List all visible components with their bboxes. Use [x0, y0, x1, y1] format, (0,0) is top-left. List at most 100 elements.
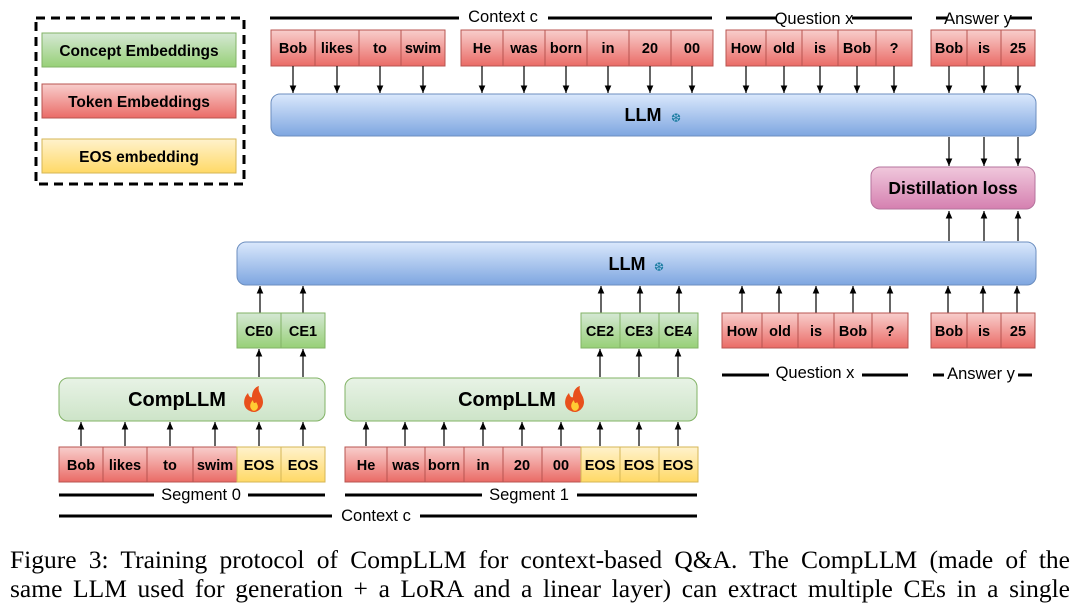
top-llm-box — [270, 93, 1037, 137]
bottom-question-tokens: How old is Bob ? — [721, 312, 909, 349]
legend-concept-label: Concept Embeddings — [59, 43, 218, 60]
legend-token-swatch — [41, 83, 237, 119]
top-context-token: swim — [405, 41, 441, 57]
bottom-context-label: Context c — [341, 507, 411, 525]
top-brackets: Context c Question x Answer y — [270, 8, 1032, 28]
segment1-label: Segment 1 — [489, 486, 569, 504]
segment1-eos: EOS — [585, 458, 616, 474]
top-answer-token: is — [978, 41, 990, 57]
top-context-token: to — [373, 41, 387, 57]
top-context-token: He — [473, 41, 492, 57]
segment0-label: Segment 0 — [161, 486, 241, 504]
segment1-eos: EOS — [663, 458, 694, 474]
top-token-row: Bob likes to swim He was born in 20 00 H… — [270, 29, 1036, 67]
figure-caption: Figure 3: Training protocol of CompLLM f… — [10, 545, 1070, 603]
bottom-answer-tokens: Bob is 25 — [930, 312, 1036, 349]
segment1-token: He — [357, 458, 376, 474]
bottom-answer-token: is — [978, 324, 990, 340]
top-context-token: Bob — [279, 41, 307, 57]
top-token-arrows — [289, 66, 1022, 93]
segment1-tokens: He was born in 20 00 EOS EOS EOS — [344, 446, 699, 483]
top-llm-block: LLM ❆ — [270, 93, 1037, 137]
legend-eos-swatch — [41, 138, 237, 174]
concept-embedding: CE0 — [245, 324, 273, 340]
bottom-llm-to-loss-arrows — [945, 211, 1022, 241]
compllm-left-block: CompLLM — [58, 377, 326, 422]
segment-brackets: Segment 0 Segment 1 Context c — [59, 486, 697, 525]
compllm-right-label: CompLLM — [458, 389, 556, 411]
top-question-label: Question x — [775, 10, 855, 28]
bottom-answer-label: Answer y — [947, 365, 1016, 383]
top-context-token: 20 — [642, 41, 658, 57]
concept-embedding: CE2 — [586, 324, 614, 340]
concept-embedding: CE3 — [625, 324, 653, 340]
segment0-tokens: Bob likes to swim EOS EOS — [58, 446, 326, 483]
snowflake-icon: ❆ — [671, 111, 681, 125]
bottom-llm-box — [236, 241, 1037, 286]
top-answer-token: Bob — [935, 41, 963, 57]
top-context-token: born — [550, 41, 582, 57]
legend-frame — [34, 16, 246, 186]
bottom-answer-token: Bob — [935, 324, 963, 340]
concept-embedding: CE4 — [664, 324, 692, 340]
top-question-token: How — [731, 41, 762, 57]
distillation-loss-label: Distillation loss — [888, 178, 1018, 198]
top-context-token: 00 — [684, 41, 700, 57]
top-answer-label: Answer y — [944, 10, 1013, 28]
top-question-tokens: How old is Bob ? — [725, 29, 913, 67]
bottom-question-label: Question x — [776, 364, 856, 382]
top-question-token: ? — [890, 41, 899, 57]
segment1-token: 20 — [514, 458, 530, 474]
bottom-question-token: old — [769, 324, 791, 340]
caption-line-2: same LLM used for generation + a LoRA an… — [10, 574, 1070, 603]
top-question-token: old — [773, 41, 795, 57]
distillation-loss-block: Distillation loss — [870, 166, 1036, 210]
legend-token-label: Token Embeddings — [68, 94, 210, 111]
top-context-tokens: Bob likes to swim He was born in 20 00 — [270, 29, 714, 67]
segment0-eos: EOS — [288, 458, 319, 474]
segment0-token: swim — [197, 458, 233, 474]
llm-to-loss-arrows — [945, 137, 1022, 166]
compllm-to-ce-arrows — [255, 349, 682, 377]
top-answer-token: 25 — [1010, 41, 1026, 57]
fire-icon — [565, 386, 584, 412]
segment0-eos: EOS — [244, 458, 275, 474]
concept-embedding: CE1 — [289, 324, 317, 340]
legend: Concept Embeddings Token Embeddings EOS … — [34, 16, 246, 186]
segment1-token: born — [428, 458, 460, 474]
bottom-llm-label: LLM — [609, 254, 646, 274]
bottom-llm-input-arrows — [256, 286, 1021, 313]
top-question-token: Bob — [843, 41, 871, 57]
segment0-token: Bob — [67, 458, 95, 474]
bottom-question-token: ? — [886, 324, 895, 340]
bottom-question-token: is — [810, 324, 822, 340]
top-context-label: Context c — [468, 8, 538, 26]
compllm-right-box — [344, 377, 698, 422]
ce-row-right: CE2 CE3 CE4 — [580, 312, 699, 349]
top-context-token: was — [509, 41, 537, 57]
compllm-left-label: CompLLM — [128, 389, 226, 411]
top-context-token: in — [602, 41, 615, 57]
top-llm-label: LLM — [625, 105, 662, 125]
segment1-eos: EOS — [624, 458, 655, 474]
segment-to-compllm-arrows — [77, 422, 682, 446]
fire-icon — [244, 386, 263, 412]
segment1-token: 00 — [553, 458, 569, 474]
bottom-llm-block: LLM ❆ — [236, 241, 1037, 286]
training-protocol-diagram: Concept Embeddings Token Embeddings EOS … — [34, 8, 1037, 525]
caption-line-1: Figure 3: Training protocol of CompLLM f… — [10, 545, 1070, 574]
snowflake-icon: ❆ — [654, 260, 664, 274]
ce-row-left: CE0 CE1 — [236, 312, 326, 349]
bottom-question-token: Bob — [839, 324, 867, 340]
distillation-loss-box — [870, 166, 1036, 210]
bottom-qa-brackets: Question x Answer y — [722, 364, 1032, 383]
legend-eos-label: EOS embedding — [79, 149, 199, 166]
bottom-answer-token: 25 — [1010, 324, 1026, 340]
top-question-token: is — [814, 41, 826, 57]
segment0-token: likes — [109, 458, 141, 474]
bottom-question-token: How — [727, 324, 758, 340]
legend-concept-swatch — [41, 32, 237, 68]
top-answer-tokens: Bob is 25 — [930, 29, 1036, 67]
segment1-token: was — [391, 458, 419, 474]
compllm-right-block: CompLLM — [344, 377, 698, 422]
